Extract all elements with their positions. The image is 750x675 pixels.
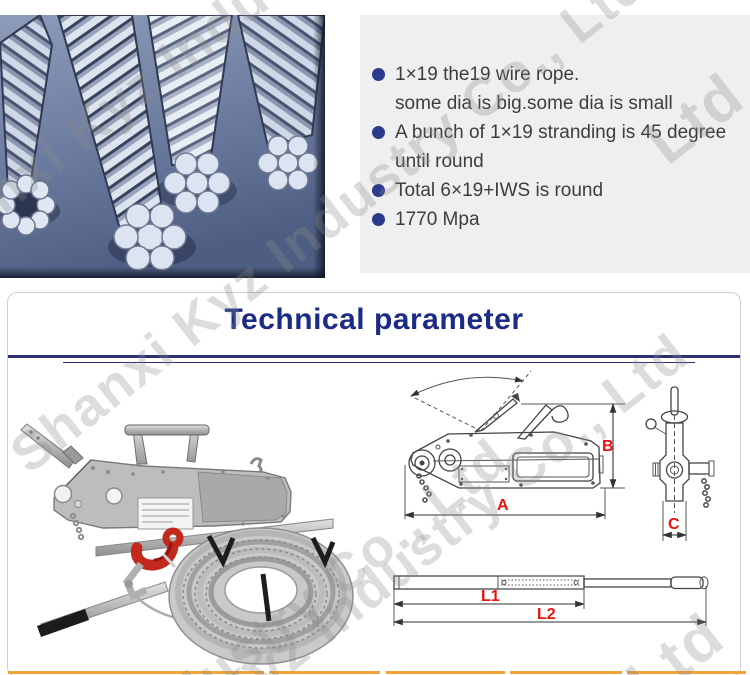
dim-label-b: B <box>602 438 614 455</box>
wire-rope-photo <box>0 15 325 278</box>
table-top-border-segment <box>386 671 505 674</box>
dimension-L1: L1 <box>392 588 586 609</box>
chain <box>416 473 432 503</box>
photo-bottom-shadow <box>0 267 325 278</box>
bullet-text: A bunch of 1×19 stranding is 45 degree <box>395 122 727 143</box>
list-item: 1×19 the19 wire rope. some dia is big.so… <box>372 60 744 118</box>
dim-label-l2: L2 <box>537 606 556 623</box>
wire-ropes <box>0 15 325 271</box>
bullet-text: some dia is big.some dia is small <box>395 93 673 114</box>
wire-rope-coil <box>168 527 354 665</box>
list-item: A bunch of 1×19 stranding is 45 degree u… <box>372 118 744 176</box>
hoist-levers <box>20 423 263 476</box>
bullet-text: Total 6×19+IWS is round <box>395 180 604 201</box>
section-title: Technical parameter <box>224 303 524 336</box>
bullet-text: 1×19 the19 wire rope. <box>395 64 580 85</box>
dimension-C: C <box>661 501 688 541</box>
dimension-B: B <box>521 402 625 490</box>
rod-outline <box>393 575 709 590</box>
technical-parameter-box: Technical parameter <box>7 292 746 675</box>
dim-label-c: C <box>668 516 680 533</box>
dim-label-l1: L1 <box>481 588 500 605</box>
rod-drawing: L1 L2 <box>392 575 709 626</box>
handle-grip <box>37 609 89 637</box>
side-view-drawing: B A <box>403 370 625 519</box>
machine-outline <box>408 431 604 503</box>
title-rule-thick <box>8 355 740 358</box>
feature-bullet-list: 1×19 the19 wire rope. some dia is big.so… <box>372 60 744 234</box>
hoist-product-photo <box>20 423 354 665</box>
end-view-drawing: C <box>645 386 715 541</box>
lever-swing <box>410 370 569 440</box>
pin-chain <box>700 478 712 509</box>
table-top-border-segment <box>510 671 622 674</box>
machine-end-outline <box>645 386 715 513</box>
bullet-icon <box>372 126 385 139</box>
rope-cross-section-center <box>108 203 196 271</box>
dimension-A: A <box>403 465 607 519</box>
rope-cross-section-right <box>157 152 237 214</box>
table-top-border-segment <box>8 671 264 674</box>
intro-panel <box>360 15 750 273</box>
bullet-icon <box>372 68 385 81</box>
rope-cross-section-far-right <box>257 135 319 191</box>
title-rule-thin <box>63 362 695 363</box>
bullet-icon <box>372 184 385 197</box>
bullet-icon <box>372 213 385 226</box>
chain <box>69 512 85 541</box>
table-top-border-segment <box>627 671 746 674</box>
list-item: Total 6×19+IWS is round <box>372 176 744 205</box>
rope-cross-section-ring <box>0 174 60 236</box>
name-plate <box>137 497 194 530</box>
bullet-text: until round <box>395 151 484 172</box>
photo-edge-shadow <box>313 15 325 278</box>
hoist-body <box>53 459 292 541</box>
dim-label-a: A <box>497 497 509 514</box>
red-hook <box>130 527 184 571</box>
bullet-text: 1770 Mpa <box>395 209 480 230</box>
table-top-border-segment <box>269 671 380 674</box>
coil-clips <box>206 534 336 622</box>
dimension-L2: L2 <box>392 586 708 626</box>
list-item: 1770 Mpa <box>372 205 744 234</box>
